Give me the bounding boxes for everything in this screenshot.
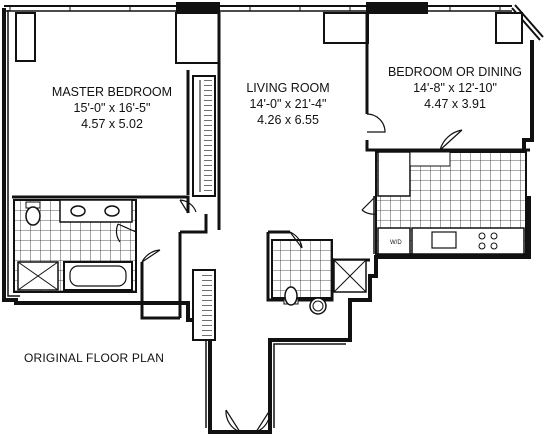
master-bathroom (13, 199, 137, 293)
washer-dryer-label: W/D (390, 240, 402, 246)
bedroom-or-dining-name: BEDROOM OR DINING (387, 65, 523, 79)
column (175, 12, 220, 64)
master-bedroom-imperial: 15'-0" x 16'-5" (73, 101, 151, 115)
kitchen (375, 151, 527, 255)
door-swings (115, 113, 463, 433)
column (15, 12, 36, 62)
room-label-living-room: LIVING ROOM 14'-0" x 21'-4" 4.26 x 6.55 (228, 80, 348, 128)
exterior-window-wall (4, 2, 544, 41)
bedroom-or-dining-metric: 4.47 x 3.91 (424, 97, 486, 111)
room-label-master-bedroom: MASTER BEDROOM 15'-0" x 16'-5" 4.57 x 5.… (42, 84, 182, 132)
column (495, 12, 523, 44)
bedroom-or-dining-imperial: 14'-8" x 12'-10" (413, 81, 497, 95)
living-room-imperial: 14'-0" x 21'-4" (249, 97, 327, 111)
closet-entry (192, 269, 216, 341)
closet-master (192, 75, 216, 197)
column (323, 12, 369, 44)
room-label-bedroom-or-dining: BEDROOM OR DINING 14'-8" x 12'-10" 4.47 … (380, 64, 530, 112)
master-bedroom-metric: 4.57 x 5.02 (81, 117, 143, 131)
master-bedroom-name: MASTER BEDROOM (51, 85, 173, 99)
living-room-metric: 4.26 x 6.55 (257, 113, 319, 127)
living-room-name: LIVING ROOM (246, 81, 330, 95)
plan-caption: ORIGINAL FLOOR PLAN (24, 351, 165, 365)
second-bathroom (271, 239, 367, 315)
